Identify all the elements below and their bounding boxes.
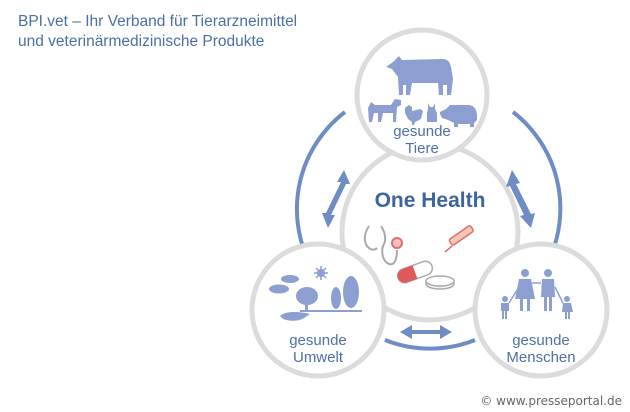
syringe-icon: [444, 225, 474, 253]
double-arrow-umwelt-menschen: [400, 325, 452, 339]
cloud-icon: [269, 275, 299, 294]
tablet-icon: [425, 275, 455, 290]
family-icon: [501, 269, 573, 319]
stethoscope-icon: [363, 225, 403, 266]
chicken-icon: [405, 105, 423, 125]
node-label-tiere: gesunde Tiere: [393, 123, 451, 157]
animals-icons: [368, 56, 477, 127]
environment-icons: [269, 266, 362, 321]
credit-text: © www.presseportal.de: [480, 394, 622, 408]
double-arrow-tiere-umwelt: [322, 170, 350, 228]
title-line-1: BPI.vet – Ihr Verband für Tierarzneimitt…: [18, 13, 298, 30]
cow-icon: [386, 56, 453, 95]
sun-icon: [314, 266, 328, 280]
node-label-umwelt: gesunde Umwelt: [289, 332, 347, 366]
capsule-icon: [396, 260, 434, 284]
outer-ring: [294, 110, 563, 351]
page-title: BPI.vet – Ihr Verband für Tierarzneimitt…: [18, 12, 297, 52]
trees-icon: [280, 276, 362, 321]
dog-icon: [368, 99, 401, 122]
node-circle-menschen: [472, 241, 610, 379]
double-arrow-tiere-menschen: [506, 170, 535, 228]
cat-icon: [427, 103, 437, 122]
node-label-menschen: gesunde Menschen: [506, 332, 576, 366]
pig-icon: [440, 105, 477, 127]
node-circle-tiere: [354, 27, 490, 163]
title-line-2: und veterinärmedizinische Produkte: [18, 33, 265, 50]
center-label: One Health: [374, 189, 486, 212]
